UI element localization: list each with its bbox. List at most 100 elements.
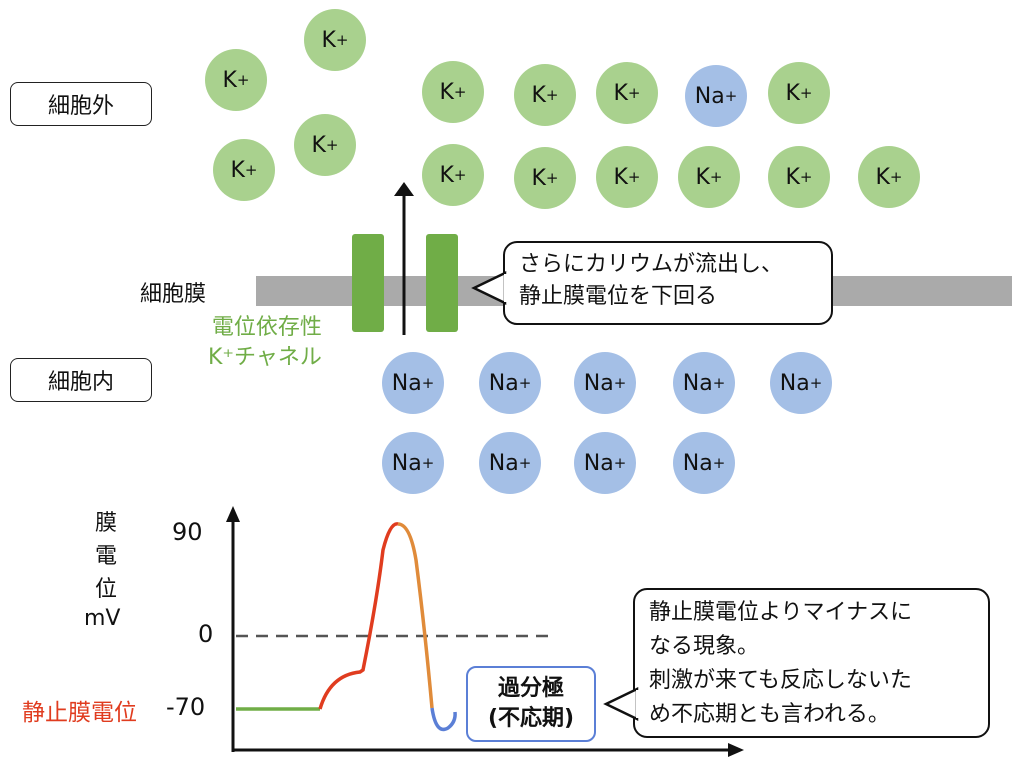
- y-axis-label: 膜 電 位: [88, 507, 124, 606]
- ion-charge: +: [545, 169, 559, 187]
- ion-symbol: K: [531, 82, 546, 108]
- hyperpolarization-callout: 静止膜電位よりマイナスに なる現象。 刺激が来ても反応しないた め不応期とも言わ…: [633, 588, 990, 738]
- potassium-ion: K+: [422, 144, 484, 206]
- callout-line: さらにカリウムが流出し、: [519, 252, 784, 277]
- sodium-ion: Na+: [479, 432, 541, 494]
- ion-symbol: K: [695, 164, 710, 190]
- callout-line: め不応期とも言われる。: [649, 702, 890, 727]
- y-axis-arrow-icon: [226, 506, 240, 522]
- ion-charge: +: [421, 374, 435, 392]
- y-tick-0: 0: [198, 620, 214, 648]
- ion-symbol: K: [875, 164, 890, 190]
- callout-pointer: [603, 687, 642, 721]
- efflux-arrow-icon: [394, 182, 414, 335]
- k-channel-right: [426, 234, 458, 332]
- y-tick-minus70: -70: [166, 693, 206, 721]
- channel-label-line2: K⁺チャネル: [208, 345, 322, 370]
- sodium-ion: Na+: [685, 65, 747, 127]
- ion-symbol: Na: [694, 83, 725, 109]
- channel-label-line1: 電位依存性: [211, 315, 322, 340]
- ion-symbol: K: [230, 157, 245, 183]
- extracellular-label: 細胞外: [10, 82, 152, 126]
- potassium-ion: K+: [304, 9, 366, 71]
- potassium-ion: K+: [514, 147, 576, 209]
- ion-charge: +: [613, 454, 627, 472]
- callout-pointer: [471, 271, 510, 305]
- y-label-char: 電: [94, 544, 117, 569]
- ion-charge: +: [545, 86, 559, 104]
- callout-line: 静止膜電位を下回る: [519, 284, 718, 309]
- ion-symbol: K: [613, 80, 628, 106]
- extracellular-text: 細胞外: [47, 94, 114, 119]
- channel-label: 電位依存性 K⁺チャネル: [208, 313, 322, 373]
- potassium-ion: K+: [596, 62, 658, 124]
- ion-charge: +: [724, 87, 738, 105]
- ion-symbol: Na: [779, 370, 810, 396]
- ion-charge: +: [889, 168, 903, 186]
- y-tick-90: 90: [172, 518, 203, 546]
- ion-charge: +: [421, 454, 435, 472]
- callout-line: なる現象。: [649, 634, 760, 659]
- ion-charge: +: [712, 454, 726, 472]
- ion-symbol: K: [785, 164, 800, 190]
- ion-charge: +: [799, 168, 813, 186]
- sodium-ion: Na+: [770, 352, 832, 414]
- ion-charge: +: [453, 83, 467, 101]
- sodium-ion: Na+: [479, 352, 541, 414]
- refractory-label: (不応期): [487, 706, 575, 731]
- sodium-ion: Na+: [673, 432, 735, 494]
- potassium-ion: K+: [205, 49, 267, 111]
- ion-symbol: Na: [391, 450, 422, 476]
- k-channel-left: [352, 234, 384, 332]
- potassium-ion: K+: [422, 61, 484, 123]
- ion-symbol: Na: [488, 450, 519, 476]
- callout-line: 刺激が来ても反応しないた: [649, 668, 912, 693]
- sodium-ion: Na+: [382, 432, 444, 494]
- ion-symbol: K: [785, 80, 800, 106]
- ion-charge: +: [709, 168, 723, 186]
- depolarization-segment: [318, 522, 399, 710]
- ion-charge: +: [518, 454, 532, 472]
- ion-charge: +: [518, 374, 532, 392]
- ion-charge: +: [325, 136, 339, 154]
- x-axis-arrow-icon: [728, 743, 744, 757]
- ion-symbol: K: [439, 79, 454, 105]
- ion-symbol: K: [321, 27, 336, 53]
- potassium-ion: K+: [596, 146, 658, 208]
- potassium-ion: K+: [768, 146, 830, 208]
- potassium-ion: K+: [514, 64, 576, 126]
- callout-line: 静止膜電位よりマイナスに: [649, 600, 913, 625]
- y-label-char: 膜: [94, 511, 117, 536]
- ion-symbol: K: [613, 164, 628, 190]
- hyperpolarization-title: 過分極: [497, 676, 564, 701]
- ion-symbol: Na: [682, 450, 713, 476]
- sodium-ion: Na+: [382, 352, 444, 414]
- ion-symbol: Na: [391, 370, 422, 396]
- potassium-ion: K+: [213, 139, 275, 201]
- potassium-ion: K+: [294, 114, 356, 176]
- ion-symbol: Na: [488, 370, 519, 396]
- ion-charge: +: [335, 31, 349, 49]
- ion-symbol: Na: [583, 370, 614, 396]
- potassium-ion: K+: [858, 146, 920, 208]
- ion-charge: +: [613, 374, 627, 392]
- repolarization-segment: [397, 522, 434, 709]
- intracellular-text: 細胞内: [47, 370, 114, 395]
- y-unit: mV: [84, 606, 121, 631]
- ion-symbol: K: [222, 67, 237, 93]
- sodium-ion: Na+: [574, 352, 636, 414]
- potassium-ion: K+: [678, 146, 740, 208]
- ion-charge: +: [799, 84, 813, 102]
- ion-charge: +: [627, 84, 641, 102]
- potassium-ion: K+: [768, 62, 830, 124]
- y-label-char: 位: [94, 577, 117, 602]
- sodium-ion: Na+: [574, 432, 636, 494]
- ion-symbol: K: [311, 132, 326, 158]
- intracellular-label: 細胞内: [10, 358, 152, 402]
- membrane-label: 細胞膜: [140, 282, 207, 307]
- ion-symbol: K: [531, 165, 546, 191]
- ion-charge: +: [244, 161, 258, 179]
- ion-symbol: Na: [583, 450, 614, 476]
- ion-symbol: K: [439, 162, 454, 188]
